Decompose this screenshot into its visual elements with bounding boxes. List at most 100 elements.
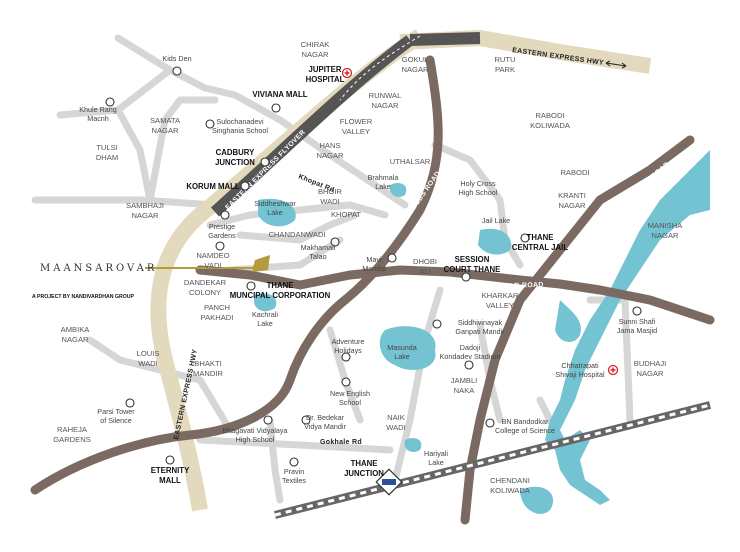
area-chendani-2: KOLIWADA <box>490 486 531 495</box>
marker-prestige-gardens[interactable] <box>220 210 230 220</box>
railway-station-icon[interactable] <box>375 468 403 496</box>
area-chirak: CHIRAK <box>301 40 330 49</box>
marker-bn-bandodkar[interactable] <box>485 418 495 428</box>
label-siddheshwar: Siddheshwar <box>254 199 296 208</box>
area-hans: HANS <box>319 141 340 150</box>
marker-eternity-mall[interactable] <box>165 455 175 465</box>
marker-namdeo[interactable] <box>215 241 225 251</box>
area-rutu-2: PARK <box>495 65 515 74</box>
marker-pravin[interactable] <box>289 457 299 467</box>
label-dadoji-2: Kondadev Stadium <box>440 352 501 361</box>
label-jupiter-2: HOSPITAL <box>306 75 345 84</box>
area-budhaji: BUDHAJI <box>634 359 667 368</box>
area-panch-2: PAKHADI <box>201 313 234 322</box>
marker-viviana-mall[interactable] <box>271 103 281 113</box>
area-kharkar: KHARKAR <box>482 291 519 300</box>
label-makhamali: Makhamali <box>301 243 336 252</box>
marker-khule-rang[interactable] <box>105 97 115 107</box>
marker-siddhivinayak[interactable] <box>432 319 442 329</box>
marker-central-jail[interactable] <box>520 233 530 243</box>
label-thane-junction: THANE <box>351 459 378 468</box>
brand-tagline: A PROJECT BY NANDIVARDHAN GROUP <box>32 294 134 300</box>
label-siddhivinayak-2: Ganpati Mandir <box>455 327 505 336</box>
marker-makhamali[interactable] <box>330 237 340 247</box>
hariyali-lake <box>404 438 422 452</box>
area-tulsi: TULSI <box>96 143 118 152</box>
area-sambhaji: SAMBHAJI <box>126 201 164 210</box>
label-pravin-2: Textiles <box>282 476 306 485</box>
label-chhatrapati-2: Shivaji Hospital <box>555 370 605 379</box>
area-jambli: JAMBLI <box>451 376 478 385</box>
label-mavi-2: Mandal <box>362 264 386 273</box>
label-jupiter: JUPITER <box>309 65 342 74</box>
marker-sunni-shafi[interactable] <box>632 306 642 316</box>
label-municipal: THANE <box>267 281 294 290</box>
area-sambhaji-2: NAGAR <box>131 211 159 220</box>
hospital-icon[interactable] <box>341 67 353 79</box>
marker-parsi-tower[interactable] <box>125 398 135 408</box>
marker-new-english[interactable] <box>341 377 351 387</box>
brand-logo: MAANSAROVAR A PROJECT BY NANDIVARDHAN GR… <box>32 263 154 300</box>
label-brahmala-2: Lake <box>375 182 391 191</box>
area-runwal: RUNWAL <box>369 91 402 100</box>
label-central-jail-2: CENTRAL JAIL <box>512 243 568 252</box>
marker-korum-mall[interactable] <box>240 181 250 191</box>
label-prestige: Prestige <box>209 222 235 231</box>
label-thane-junction-2: JUNCTION <box>344 469 384 478</box>
label-sunni-shafi-2: Jama Masjid <box>617 326 657 335</box>
marker-bedekar[interactable] <box>301 415 311 425</box>
hospital-icon[interactable] <box>607 364 619 376</box>
label-parsi-tower-2: of Silence <box>100 416 132 425</box>
marker-kids-den[interactable] <box>172 66 182 76</box>
marker-municipal[interactable] <box>246 281 256 291</box>
area-dhobi-2: ALI <box>419 267 430 276</box>
area-kranti: KRANTI <box>558 191 586 200</box>
label-holy-cross-2: High School <box>459 188 498 197</box>
label-masunda: Masunda <box>387 343 417 352</box>
label-adventure-2: Holidays <box>334 346 362 355</box>
area-gokul: GOKUL <box>402 55 429 64</box>
area-raheja: RAHEJA <box>57 425 88 434</box>
marker-mavi-mandal[interactable] <box>387 253 397 263</box>
brahmala-lake <box>389 183 407 197</box>
marker-bhagavati[interactable] <box>263 415 273 425</box>
area-flower-2: VALLEY <box>342 127 370 136</box>
label-bhagavati-2: High School <box>236 435 275 444</box>
area-kranti-2: NAGAR <box>558 201 586 210</box>
label-bn-bandodkar-2: College of Science <box>495 426 555 435</box>
creek-south <box>520 486 554 514</box>
marker-adventure[interactable] <box>341 352 351 362</box>
marker-session-court[interactable] <box>461 272 471 282</box>
marker-dadoji[interactable] <box>464 360 474 370</box>
label-central-jail: THANE <box>527 233 554 242</box>
label-pravin: Pravin <box>284 467 304 476</box>
area-panch: PANCH <box>204 303 230 312</box>
label-jail-lake: Jail Lake <box>482 216 510 225</box>
label-eternity: ETERNITY <box>151 466 190 475</box>
area-dandekar: DANDEKAR <box>184 278 227 287</box>
marker-sulochanadevi[interactable] <box>205 119 215 129</box>
area-tulsi-2: DHAM <box>96 153 118 162</box>
label-makhamali-2: Talao <box>309 252 326 261</box>
label-hariyali: Hariyali <box>424 449 448 458</box>
label-chhatrapati: Chhatrapati <box>561 361 599 370</box>
area-louis-2: WADI <box>138 359 158 368</box>
label-khule-rang-2: Macnh <box>87 114 109 123</box>
water-bodies <box>254 150 710 514</box>
marker-cadbury[interactable] <box>260 157 270 167</box>
